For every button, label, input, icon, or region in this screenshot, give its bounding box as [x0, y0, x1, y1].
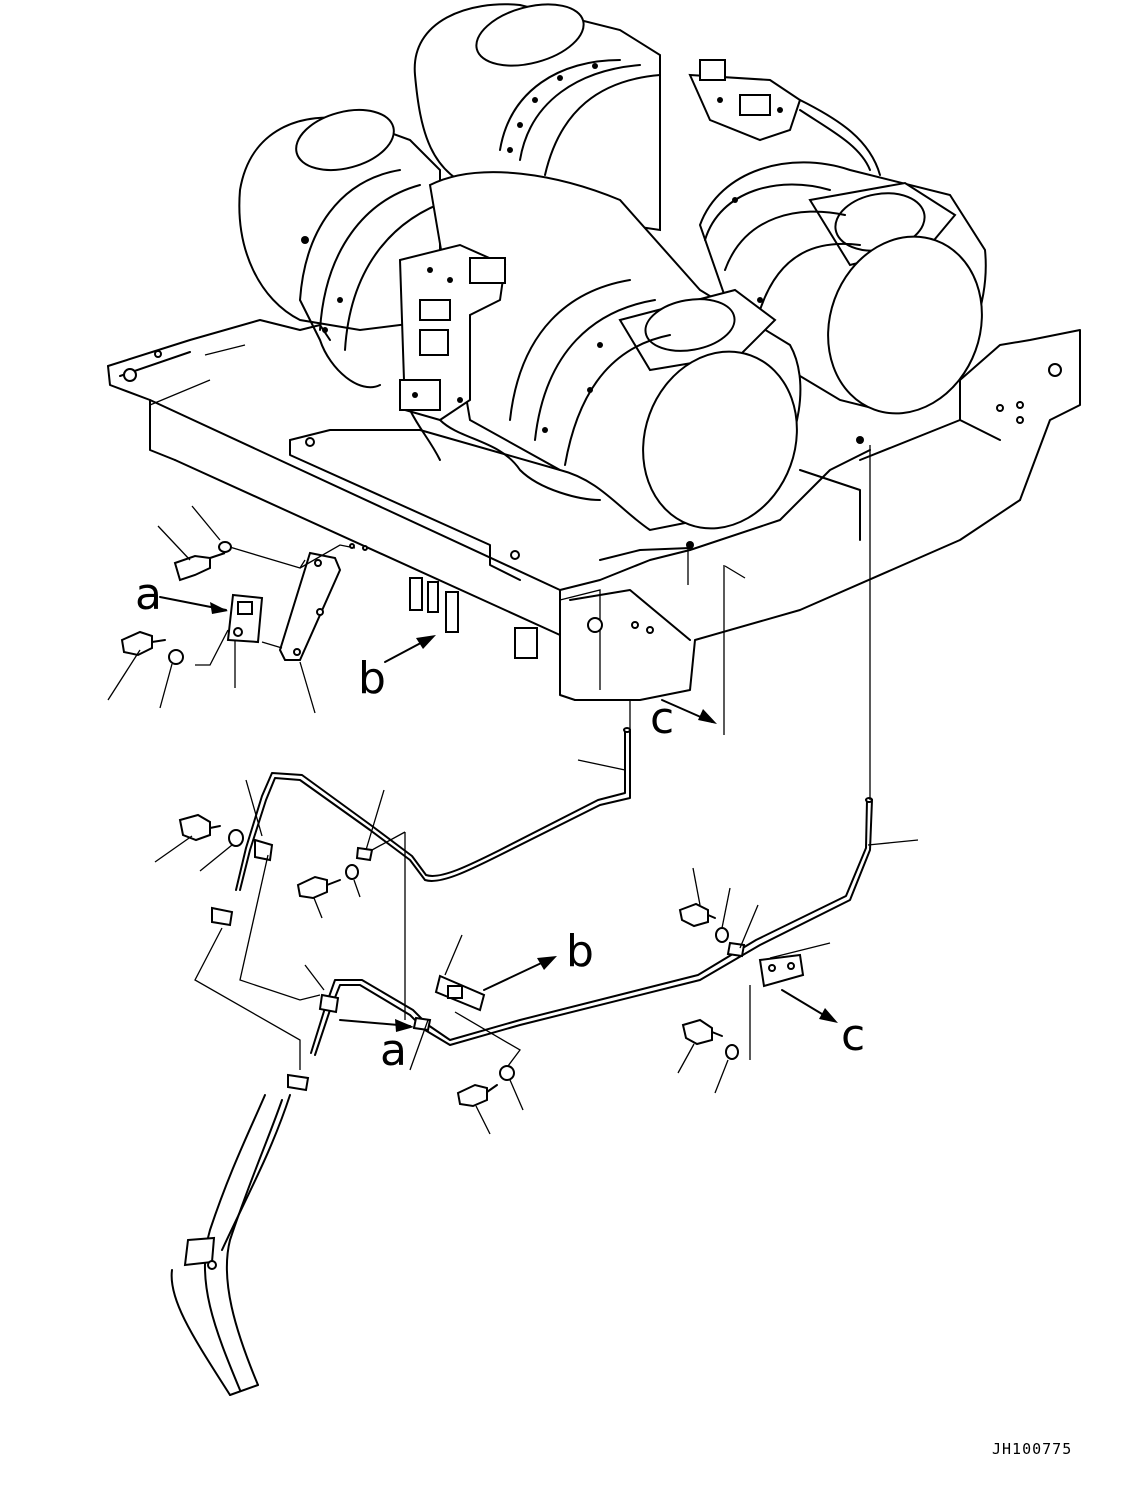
washer [218, 541, 232, 553]
aftertreatment-canister-front [428, 171, 802, 549]
callout-b-upper: b [358, 653, 386, 704]
callout-a-upper: a [135, 569, 162, 620]
pipe-lower [310, 797, 873, 1056]
callout-c-upper: c [650, 693, 674, 744]
sensor-manifold-rear [688, 59, 881, 176]
aftertreatment-canister-left [238, 109, 451, 351]
callout-c-lower: c [841, 1010, 865, 1061]
guide-lines [194, 445, 871, 1070]
upper-bracket-assembly [107, 505, 436, 714]
hose [170, 1094, 291, 1396]
base-frame [107, 319, 1081, 701]
pipe-left [235, 727, 631, 891]
illustration-code: JH100775 [992, 1440, 1073, 1458]
callout-a-lower: a [380, 1025, 407, 1076]
lower-fasteners [154, 699, 919, 1135]
bolt [173, 554, 211, 582]
sensor-manifold-center [299, 243, 601, 501]
callout-b-lower: b [566, 926, 594, 977]
